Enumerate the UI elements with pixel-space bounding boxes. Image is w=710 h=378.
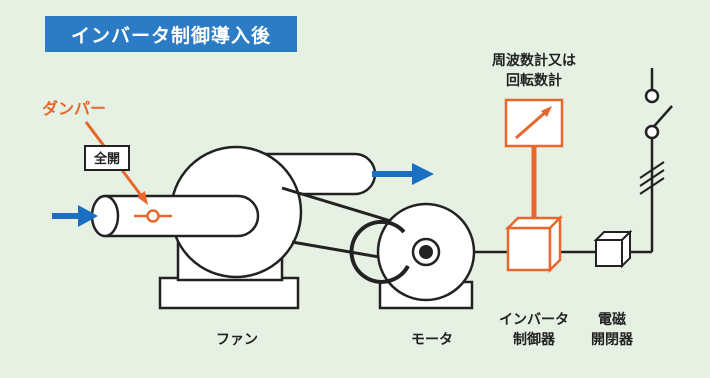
power-wiring bbox=[474, 68, 673, 254]
inlet-flow-arrow bbox=[52, 205, 98, 227]
inverter-label-line2: 制御器 bbox=[513, 331, 556, 348]
damper-callout: 全開 ダンパー bbox=[42, 99, 148, 205]
meter-label-line1: 周波数計又は bbox=[492, 52, 576, 69]
inverter-box bbox=[504, 214, 564, 274]
motor-shaft bbox=[419, 245, 433, 259]
contactor-label-line2: 開閉器 bbox=[591, 332, 634, 348]
frequency-meter bbox=[504, 98, 564, 148]
fan-label: ファン bbox=[216, 332, 258, 348]
contactor-label-line1: 電磁 bbox=[598, 311, 626, 328]
fan-base bbox=[158, 276, 300, 310]
motor-pulley-belt bbox=[349, 219, 410, 284]
page-title: インバータ制御導入後 bbox=[45, 16, 297, 52]
inverter-label-line1: インバータ bbox=[499, 312, 569, 328]
three-phase-ticks bbox=[639, 161, 665, 195]
outlet-flow-arrow bbox=[372, 163, 434, 185]
meter-label-line2: 回転数計 bbox=[506, 72, 562, 89]
motor-label: モータ bbox=[411, 332, 453, 348]
full-open-box bbox=[84, 145, 130, 171]
damper-symbol bbox=[134, 209, 172, 223]
damper-label: ダンパー bbox=[42, 99, 106, 118]
fan-inlet-duct bbox=[105, 194, 260, 238]
fan-unit bbox=[90, 145, 377, 310]
contactor-box bbox=[593, 229, 633, 269]
full-open-label: 全開 bbox=[93, 151, 120, 167]
